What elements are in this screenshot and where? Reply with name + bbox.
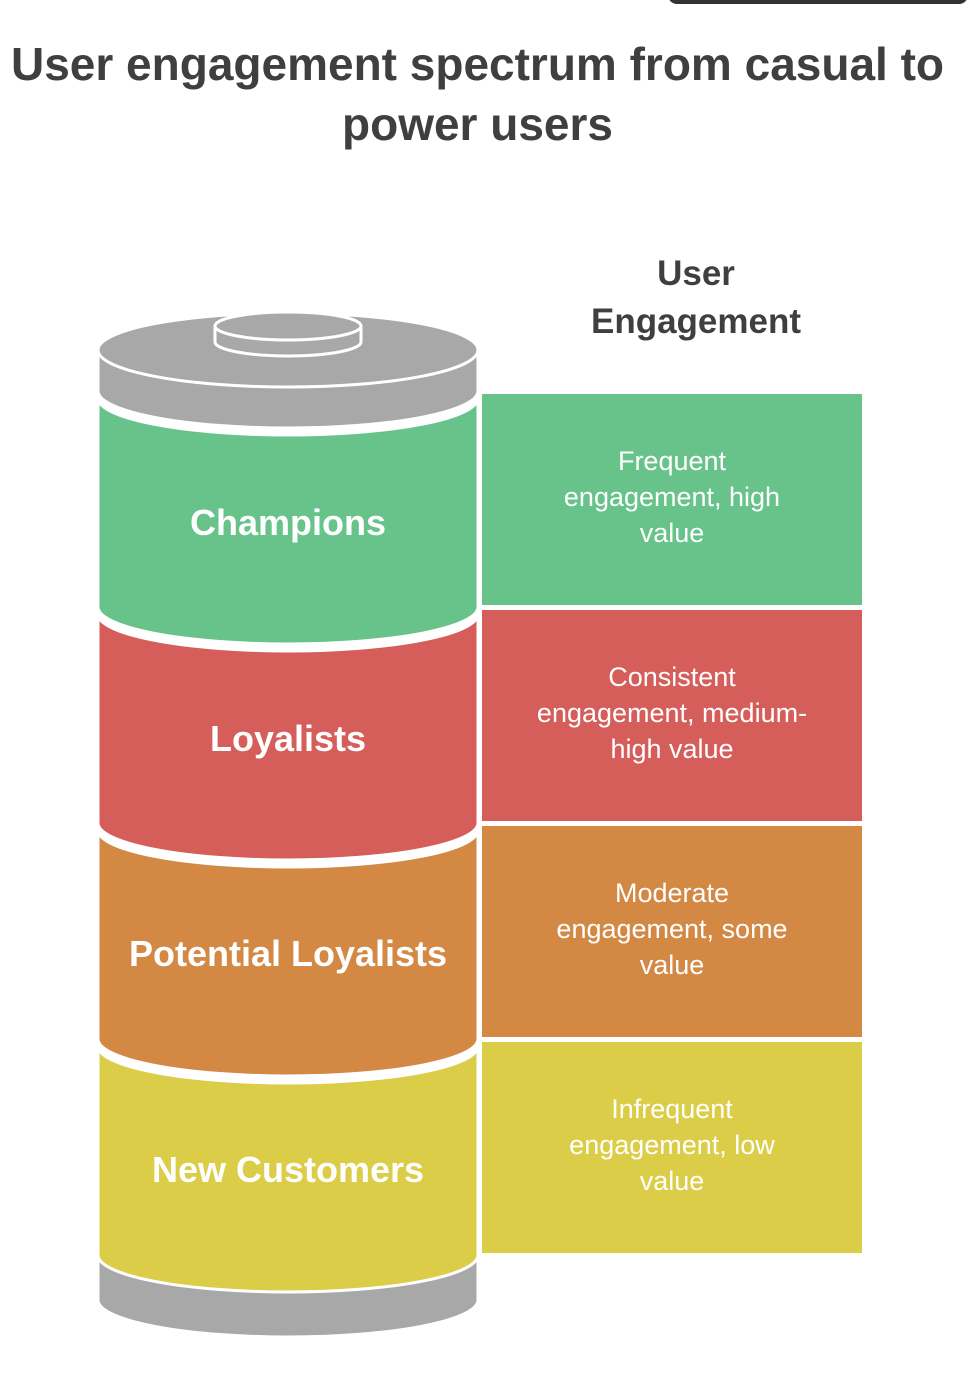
tier-description-champions: Frequent engagement, high value — [482, 394, 862, 605]
engagement-column-heading: User Engagement — [590, 254, 802, 341]
tier-segment-loyalists — [96, 613, 480, 862]
tier-label-champions: Champions — [189, 502, 386, 543]
page-title: User engagement spectrum from casual to … — [10, 38, 945, 150]
tier-label-potential-loyalists: Potential Loyalists — [128, 933, 448, 974]
tier-segment-champions — [96, 397, 480, 646]
tier-label-loyalists: Loyalists — [209, 718, 367, 759]
tier-description-potential-loyalists: Moderate engagement, some value — [482, 826, 862, 1037]
tier-label-new-customers: New Customers — [151, 1149, 425, 1190]
tier-segment-potential-loyalists — [96, 829, 480, 1078]
top-edge-tab — [668, 0, 968, 4]
tier-description-new-customers: Infrequent engagement, low value — [482, 1042, 862, 1253]
tier-segment-new-customers — [96, 1045, 480, 1294]
cylinder-knob-top — [213, 310, 363, 342]
tier-description-loyalists: Consistent engagement, medium-high value — [482, 610, 862, 821]
